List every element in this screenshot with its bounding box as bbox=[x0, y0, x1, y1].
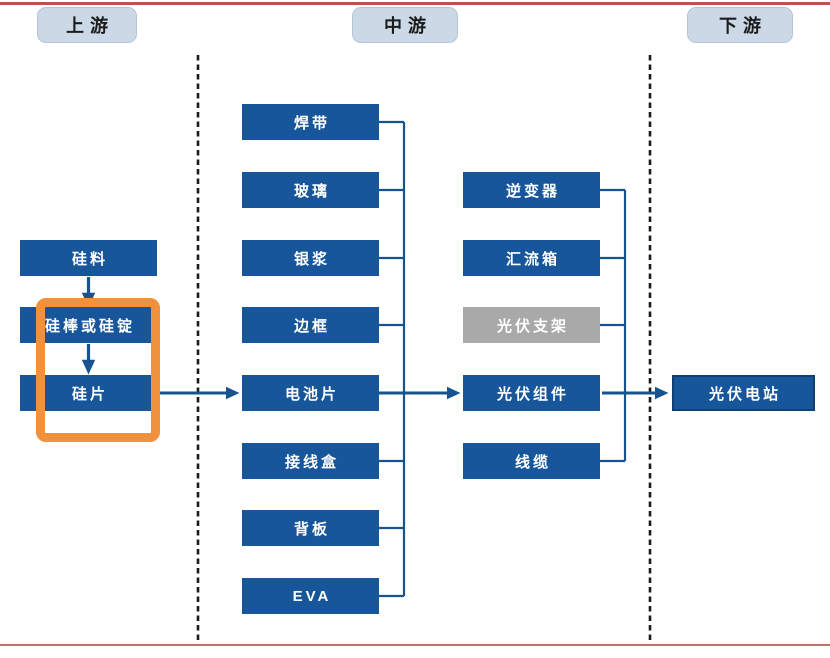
node-glass: 玻璃 bbox=[242, 172, 379, 208]
node-inverter: 逆变器 bbox=[463, 172, 600, 208]
node-frame: 边框 bbox=[242, 307, 379, 343]
node-solder-ribbon: 焊带 bbox=[242, 104, 379, 140]
bracket-midstream-components bbox=[379, 120, 406, 598]
node-silver-paste: 银浆 bbox=[242, 240, 379, 276]
node-pv-mounting-bracket: 光伏支架 bbox=[463, 307, 600, 343]
top-border-line bbox=[0, 2, 830, 5]
highlight-rectangle bbox=[36, 298, 160, 442]
node-junction-box: 接线盒 bbox=[242, 443, 379, 479]
header-midstream: 中游 bbox=[352, 7, 458, 43]
node-cable: 线缆 bbox=[463, 443, 600, 479]
bottom-border-line bbox=[0, 644, 830, 646]
node-pv-module: 光伏组件 bbox=[463, 375, 600, 411]
node-combiner-box: 汇流箱 bbox=[463, 240, 600, 276]
node-backsheet: 背板 bbox=[242, 510, 379, 546]
node-silicon-material: 硅料 bbox=[20, 240, 157, 276]
header-downstream: 下游 bbox=[687, 7, 793, 43]
bracket-system-components bbox=[600, 188, 627, 463]
node-eva: EVA bbox=[242, 578, 379, 614]
node-pv-power-station: 光伏电站 bbox=[672, 375, 815, 411]
node-solar-cell: 电池片 bbox=[242, 375, 379, 411]
header-upstream: 上游 bbox=[37, 7, 137, 43]
